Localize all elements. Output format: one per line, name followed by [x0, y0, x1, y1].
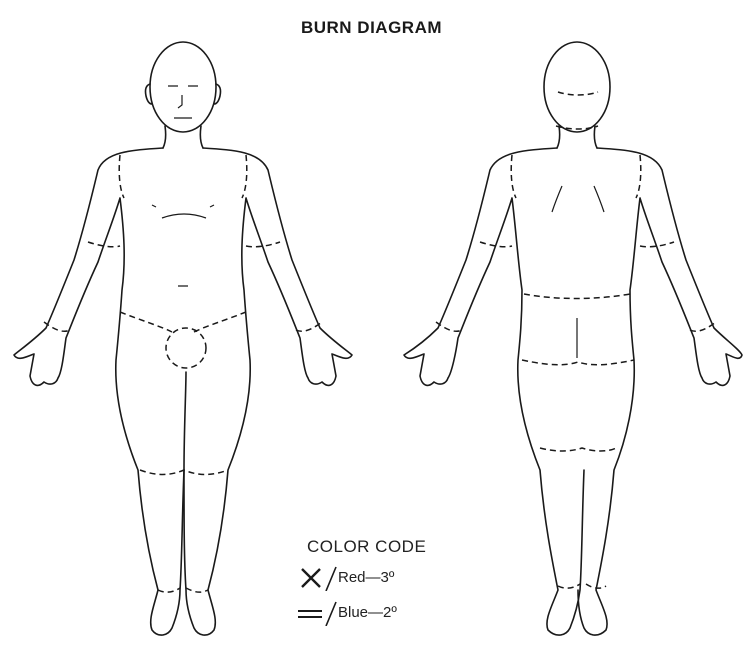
- front-right-outline: [184, 148, 352, 635]
- front-left-outline: [14, 148, 186, 635]
- back-shoulder-blades: [552, 186, 604, 212]
- legend-item-blue: Blue—2º: [296, 600, 496, 626]
- back-body-figure: [404, 42, 742, 635]
- x-slash-symbol-icon: [296, 565, 342, 591]
- legend-item-red: Red—3º: [296, 565, 496, 591]
- legend-heading: COLOR CODE: [307, 537, 426, 557]
- back-buttock-line: [522, 360, 634, 365]
- legend-label-red: Red—3º: [338, 569, 394, 586]
- legend-label-blue: Blue—2º: [338, 604, 397, 621]
- back-waist-line: [524, 294, 630, 299]
- back-knee-line: [540, 448, 616, 451]
- back-ankle-line: [558, 584, 606, 588]
- front-right-shoulder-line: [242, 155, 247, 198]
- back-right-outline: [578, 148, 742, 635]
- front-hip-line: [120, 312, 246, 332]
- back-hairline: [558, 92, 598, 95]
- double-line-slash-symbol-icon: [296, 600, 342, 626]
- back-left-outline: [404, 148, 584, 635]
- front-chest-marks: [152, 205, 214, 286]
- front-ankle-line: [158, 588, 208, 592]
- front-groin-circle: [166, 328, 206, 368]
- front-body-figure: [14, 42, 352, 635]
- front-face-features: [168, 86, 198, 118]
- back-left-shoulder-line: [511, 155, 516, 198]
- back-right-shoulder-line: [636, 155, 641, 198]
- back-head: [544, 42, 610, 132]
- front-neck: [163, 126, 203, 148]
- front-left-shoulder-line: [119, 155, 124, 198]
